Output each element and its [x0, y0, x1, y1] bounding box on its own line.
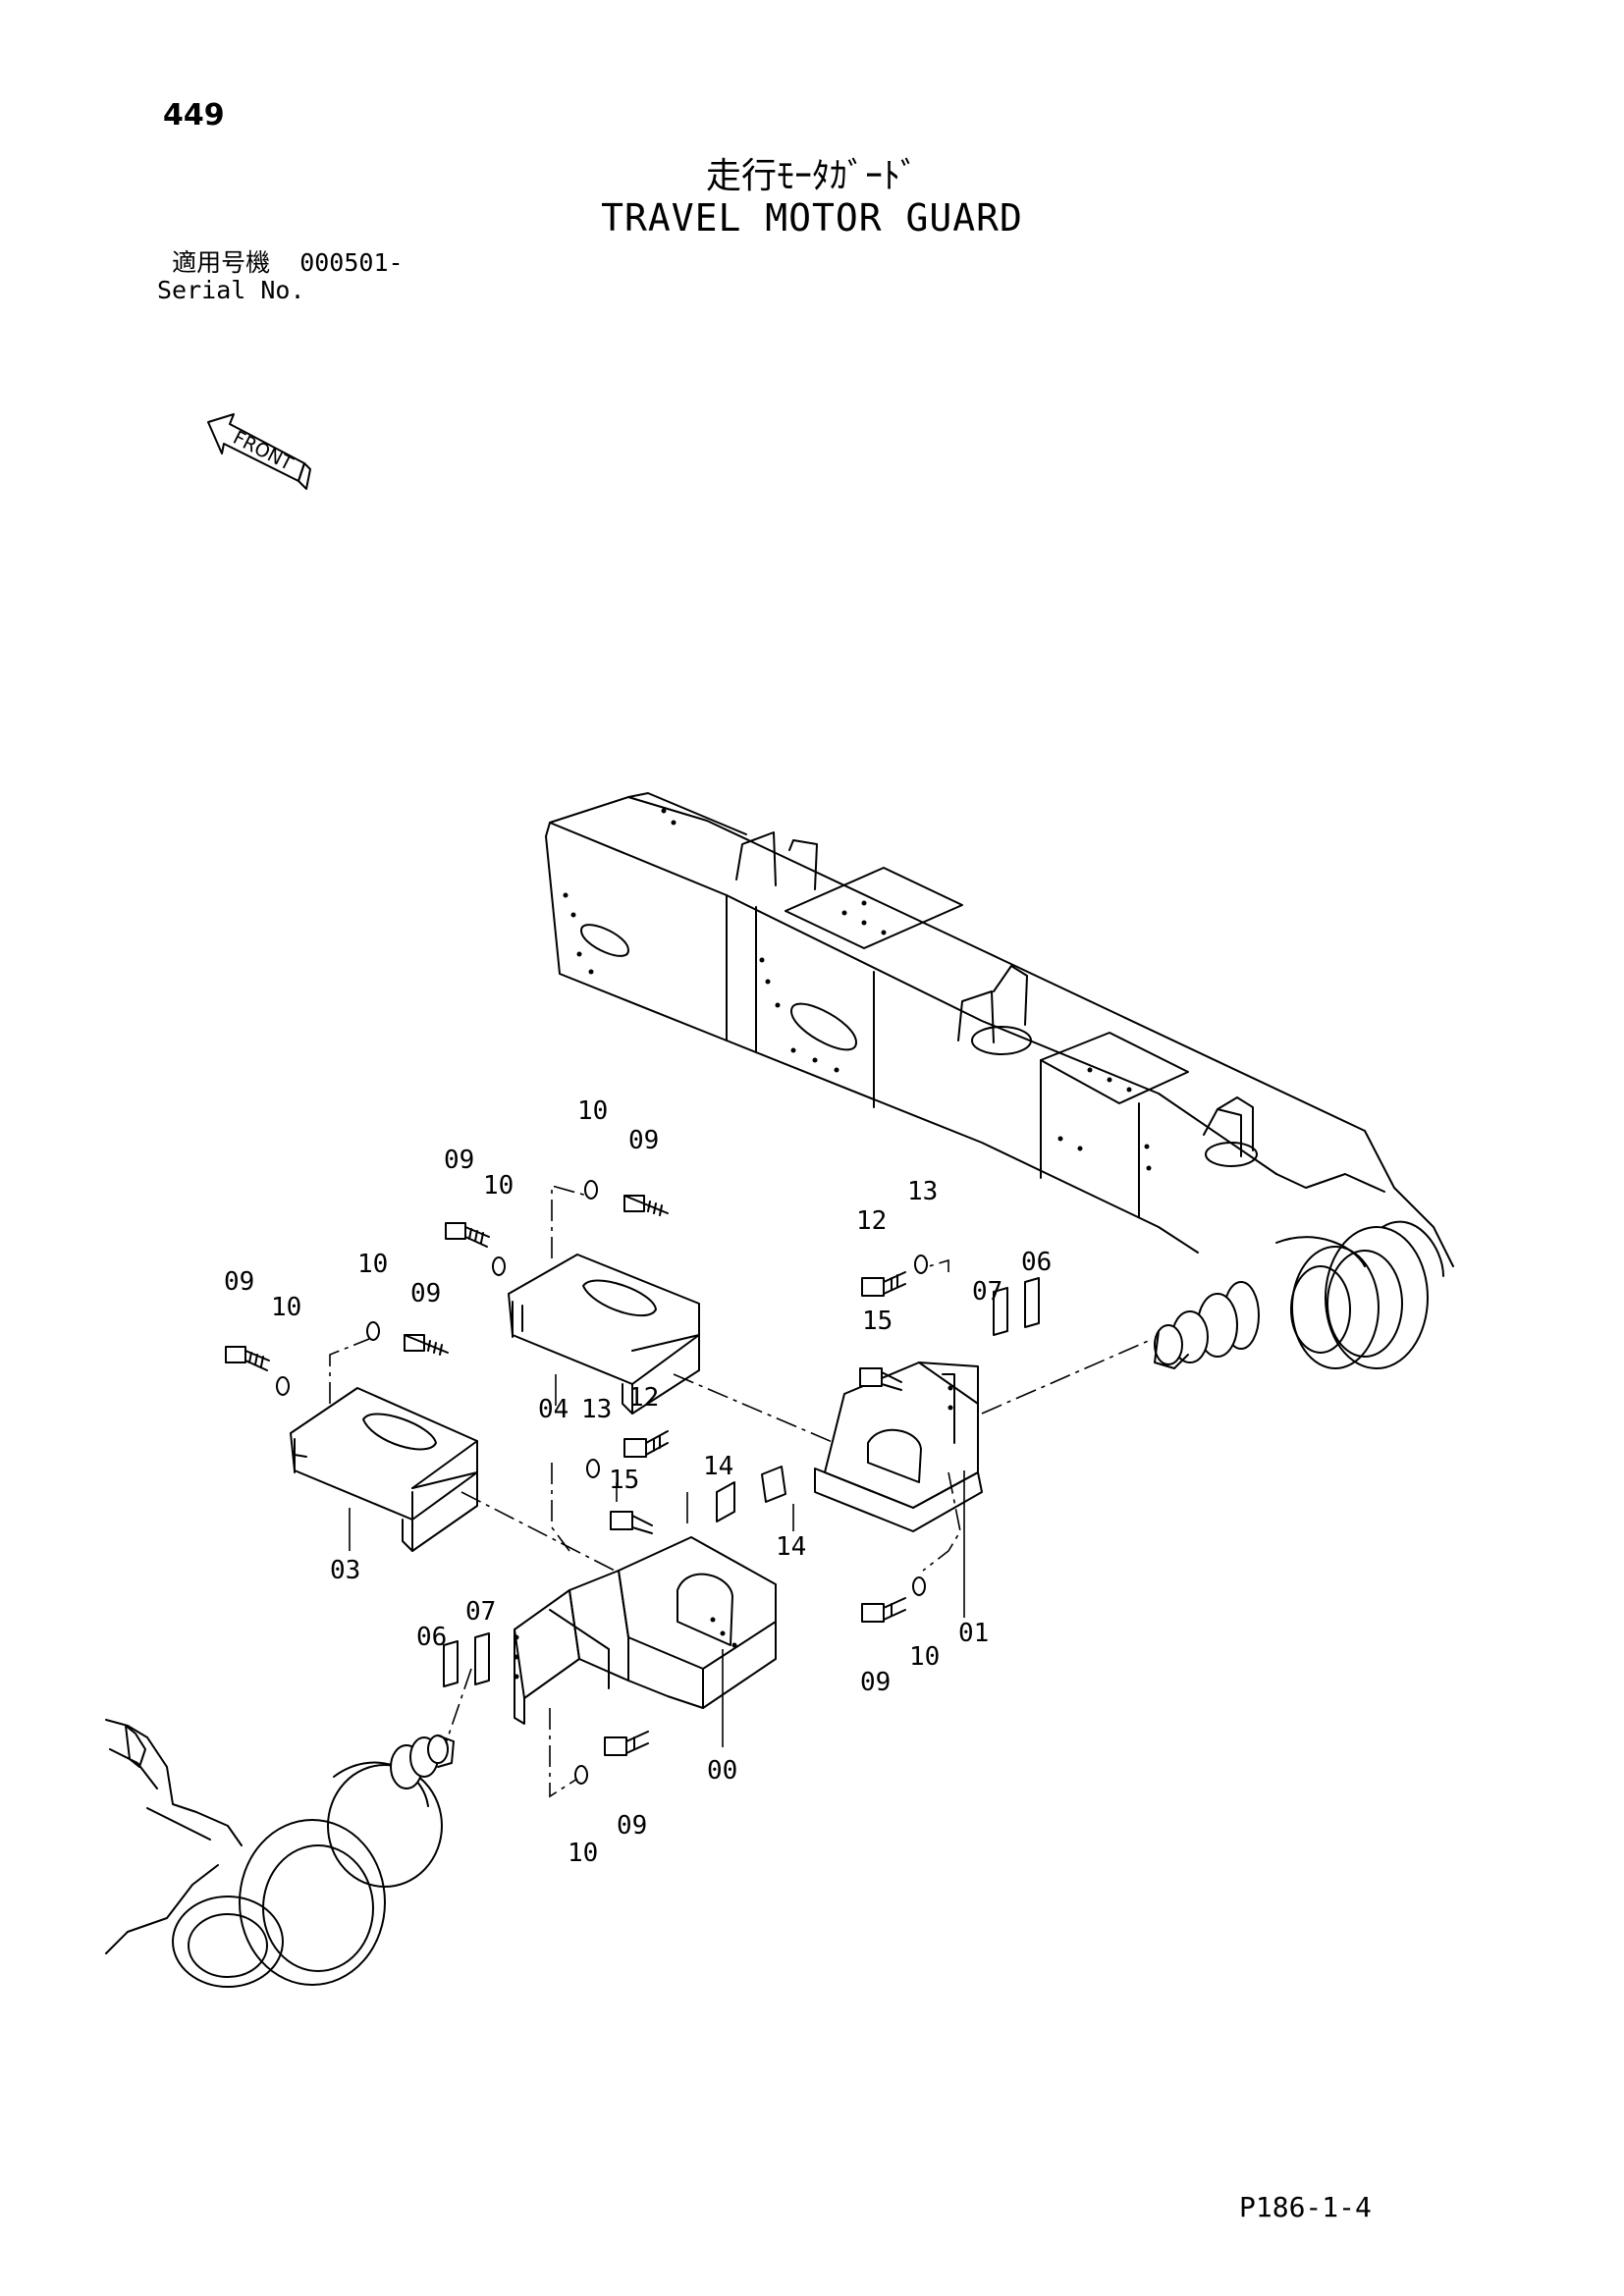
callout-label: 14	[703, 1452, 733, 1481]
callout-label: 09	[410, 1279, 441, 1308]
travel-motor-upper	[1154, 1220, 1444, 1369]
callout-label: 03	[330, 1556, 360, 1585]
serial-info: 適用号機 000501- Serial No.	[157, 249, 404, 304]
callout-label: 09	[628, 1126, 659, 1155]
callout-label: 09	[444, 1146, 474, 1175]
callout-label: 10	[271, 1293, 301, 1322]
callout-label: 09	[617, 1811, 647, 1841]
bracket-part-01	[814, 1362, 983, 1532]
callout-label: 10	[483, 1171, 514, 1201]
callout-label: 10	[577, 1096, 608, 1126]
callout-label: 09	[224, 1267, 254, 1297]
front-arrow-label: FRONT	[230, 427, 297, 475]
track-frame	[545, 792, 1454, 1267]
serial-label-en: Serial No.	[157, 276, 305, 304]
small-plates	[443, 1277, 1040, 1687]
callout-labels: 09 10 09 10 09 10 10 09 04 13 12 03 15 1…	[224, 1096, 1052, 1868]
callout-label: 15	[609, 1466, 639, 1495]
callout-label: 10	[357, 1250, 388, 1279]
serial-label-jp: 適用号機	[172, 248, 271, 277]
track-frame-lower	[105, 1719, 455, 1988]
assembly-lines	[329, 1184, 1154, 1798]
footer-page-code: P186-1-4	[1239, 2191, 1372, 2223]
callout-label: 14	[776, 1532, 806, 1562]
callout-label: 10	[909, 1642, 940, 1672]
front-arrow-icon: FRONT	[207, 413, 311, 490]
title-english: TRAVEL MOTOR GUARD	[601, 196, 1023, 240]
bolt-icons	[225, 1195, 906, 1756]
callout-label: 01	[958, 1619, 989, 1648]
leader-lines	[349, 1374, 965, 1747]
guard-part-04	[508, 1254, 700, 1415]
callout-label: 13	[581, 1395, 612, 1424]
bracket-part-00	[514, 1536, 777, 1725]
callout-label: 07	[465, 1597, 496, 1627]
callout-label: 12	[628, 1383, 659, 1413]
callout-label: 09	[860, 1668, 891, 1697]
page-number: 449	[163, 98, 225, 133]
callout-label: 10	[568, 1839, 598, 1868]
serial-row-jp: 適用号機 000501-	[157, 248, 404, 277]
callout-label: 07	[972, 1277, 1002, 1307]
callout-label: 06	[1021, 1248, 1052, 1277]
guard-part-03	[290, 1387, 478, 1552]
callout-label: 06	[416, 1623, 447, 1652]
callout-label: 13	[907, 1177, 938, 1206]
title-japanese: 走行ﾓｰﾀｶﾞｰﾄﾞ	[705, 156, 918, 196]
callout-label: 04	[538, 1395, 568, 1424]
callout-label: 12	[856, 1206, 887, 1236]
washer-icons	[276, 1180, 928, 1785]
callout-label: 00	[707, 1756, 737, 1786]
serial-value: 000501-	[299, 248, 404, 277]
callout-label: 15	[862, 1307, 893, 1336]
